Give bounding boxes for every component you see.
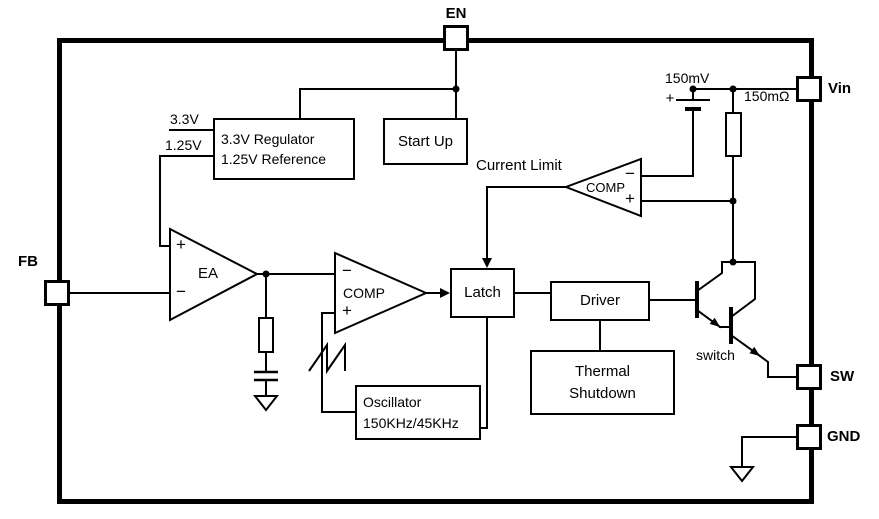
oscillator-line1: Oscillator [363, 394, 422, 411]
wire-1v25-ref [159, 155, 214, 247]
pin-label-gnd: GND [827, 428, 861, 445]
label-3v3-rail: 3.3V [170, 111, 199, 127]
thermal-shutdown-block: Thermal Shutdown [530, 350, 675, 415]
regulator-reference-block: 3.3V Regulator 1.25V Reference [213, 118, 355, 180]
regulator-line1: 3.3V Regulator [221, 130, 315, 147]
junction-dots [262, 85, 737, 278]
wire-current-limit-out [486, 186, 567, 265]
arrowheads [440, 258, 492, 298]
battery-plus-sign: + [665, 90, 675, 107]
current-limit-plus-sign: + [625, 189, 635, 208]
ea-amplifier-triangle [169, 227, 260, 322]
label-switch: switch [696, 347, 735, 363]
pwm-plus-sign: + [342, 301, 352, 320]
thermal-line2: Shutdown [569, 384, 636, 402]
ground-symbol-gnd-pin [728, 466, 756, 483]
latch-label: Latch [464, 284, 501, 302]
pin-label-sw: SW [830, 368, 855, 385]
thermal-line1: Thermal [574, 362, 630, 380]
arrow-into-latch-top [482, 258, 492, 268]
ground-symbol-compensation [252, 395, 280, 412]
pin-fb [44, 280, 70, 306]
compensation-resistor-symbol [258, 317, 274, 353]
darlington-switch-symbol [695, 261, 762, 358]
pin-en [443, 25, 469, 51]
wire-en-branch [299, 88, 457, 119]
startup-block: Start Up [383, 118, 468, 165]
latch-block: Latch [450, 268, 515, 318]
compensation-capacitor-symbol [254, 370, 278, 382]
regulator-line2: 1.25V Reference [221, 151, 327, 167]
wire-latch-clock [480, 317, 488, 429]
ea-label: EA [198, 265, 219, 282]
pin-vin [796, 76, 822, 102]
pin-label-vin: Vin [828, 80, 852, 97]
arrow-into-latch-left [440, 288, 450, 298]
wire-gnd [741, 436, 797, 468]
pwm-comparator-triangle [334, 251, 429, 335]
current-limit-minus-sign: − [625, 164, 635, 183]
label-1v25-ref: 1.25V [165, 137, 202, 153]
wire-emitter-to-sw [758, 354, 797, 378]
ea-minus-sign: − [176, 282, 186, 301]
driver-label: Driver [580, 292, 620, 310]
pwm-minus-sign: − [342, 261, 352, 280]
wires [69, 51, 797, 468]
oscillator-line2: 150KHz/45KHz [363, 414, 459, 431]
label-150mv-threshold: 150mV [665, 70, 710, 86]
wire-battery-to-comp [640, 108, 694, 177]
sense-resistor-symbol [725, 112, 742, 157]
sawtooth-waveform-icon [308, 341, 346, 375]
pin-label-en: EN [445, 5, 467, 22]
label-sense-resistor: 150mΩ [744, 88, 790, 104]
current-limit-comparator-triangle [563, 157, 642, 218]
pin-gnd [796, 424, 822, 450]
driver-block: Driver [550, 281, 650, 321]
startup-label: Start Up [397, 132, 454, 150]
current-limit-comparator-label: COMP [586, 180, 625, 195]
oscillator-block: Oscillator 150KHz/45KHz [355, 385, 481, 440]
battery-150mv-symbol [676, 99, 710, 111]
chip-outline [57, 38, 814, 504]
label-current-limit: Current Limit [476, 157, 562, 174]
pin-label-fb: FB [18, 253, 38, 270]
ea-plus-sign: + [176, 235, 186, 254]
wire-pwm-plus [321, 312, 356, 413]
pwm-comparator-label: COMP [343, 285, 385, 301]
pin-sw [796, 364, 822, 390]
